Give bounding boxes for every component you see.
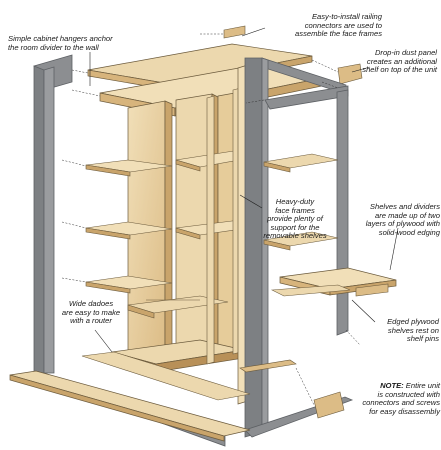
leader-lines (89, 27, 399, 353)
shelf-left-2 (85, 221, 173, 240)
callout-face-frames: Heavy-duty face frames provide plenty of… (263, 197, 327, 241)
note-text: Entire unit is constructed with connecto… (362, 381, 440, 416)
screw-lines (61, 33, 361, 406)
note-label: NOTE: (380, 381, 404, 390)
callout-wide-dadoes: Wide dadoes are easy to make with a rout… (61, 299, 121, 326)
callout-edged-plywood: Edged plywood shelves rest on shelf pins (387, 317, 439, 344)
loose-shelf (270, 267, 397, 297)
shelf-left-3 (85, 275, 173, 294)
right-frame-shelves (263, 153, 339, 251)
callout-shelves-dividers: Shelves and dividers are made up of two … (365, 202, 440, 237)
callout-dust-panel: Drop-in dust panel creates an additional… (362, 48, 437, 75)
callout-cabinet-hangers: Simple cabinet hangers anchor the room d… (8, 34, 113, 52)
shelf-left-1 (85, 159, 173, 177)
dado-board (127, 295, 229, 319)
right-face-frame (244, 57, 354, 438)
bottom-rails (9, 351, 345, 442)
callout-railing-connectors: Easy-to-install railing connectors are u… (295, 12, 382, 39)
callout-note: NOTE: Entire unit is constructed with co… (352, 381, 440, 416)
